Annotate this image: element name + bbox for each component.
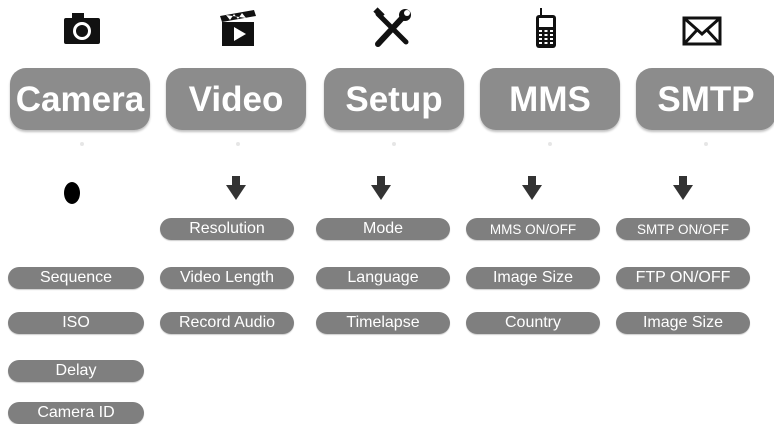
selected-bullet <box>64 182 80 204</box>
menu-item-timelapse[interactable]: Timelapse <box>316 312 450 334</box>
menu-item-video-length[interactable]: Video Length <box>160 267 294 289</box>
camera-icon <box>60 6 104 50</box>
menu-item-smtp-image-size[interactable]: Image Size <box>616 312 750 334</box>
tab-smtp-label: SMTP <box>657 79 755 119</box>
divider-dot <box>392 142 396 146</box>
phone-icon <box>524 6 568 50</box>
tab-mms-label: MMS <box>509 79 591 119</box>
tab-camera-label: Camera <box>15 79 145 119</box>
divider-dot <box>236 142 240 146</box>
menu-item-mms-on-off[interactable]: MMS ON/OFF <box>466 218 600 240</box>
divider-dot <box>548 142 552 146</box>
menu-item-sequence[interactable]: Sequence <box>8 267 144 289</box>
divider-dot <box>704 142 708 146</box>
tab-video-label: Video <box>188 79 284 119</box>
divider-dot <box>80 142 84 146</box>
envelope-icon <box>680 6 724 50</box>
tab-camera[interactable]: Camera <box>10 68 150 130</box>
menu-item-smtp-on-off[interactable]: SMTP ON/OFF <box>616 218 750 240</box>
arrow-down-icon <box>226 176 246 200</box>
arrow-down-icon <box>371 176 391 200</box>
clapperboard-icon <box>216 6 260 50</box>
tab-smtp[interactable]: SMTP <box>636 68 774 130</box>
menu-item-delay[interactable]: Delay <box>8 360 144 382</box>
menu-item-resolution[interactable]: Resolution <box>160 218 294 240</box>
tab-setup[interactable]: Setup <box>324 68 464 130</box>
menu-item-camera-id[interactable]: Camera ID <box>8 402 144 424</box>
menu-item-ftp-on-off[interactable]: FTP ON/OFF <box>616 267 750 289</box>
tab-mms[interactable]: MMS <box>480 68 620 130</box>
menu-item-language[interactable]: Language <box>316 267 450 289</box>
arrow-down-icon <box>522 176 542 200</box>
tab-setup-label: Setup <box>345 79 443 119</box>
menu-item-country[interactable]: Country <box>466 312 600 334</box>
arrow-down-icon <box>673 176 693 200</box>
tools-icon <box>370 6 414 50</box>
menu-item-image-size[interactable]: Image Size <box>466 267 600 289</box>
tab-video[interactable]: Video <box>166 68 306 130</box>
menu-item-record-audio[interactable]: Record Audio <box>160 312 294 334</box>
menu-item-iso[interactable]: ISO <box>8 312 144 334</box>
menu-item-mode[interactable]: Mode <box>316 218 450 240</box>
